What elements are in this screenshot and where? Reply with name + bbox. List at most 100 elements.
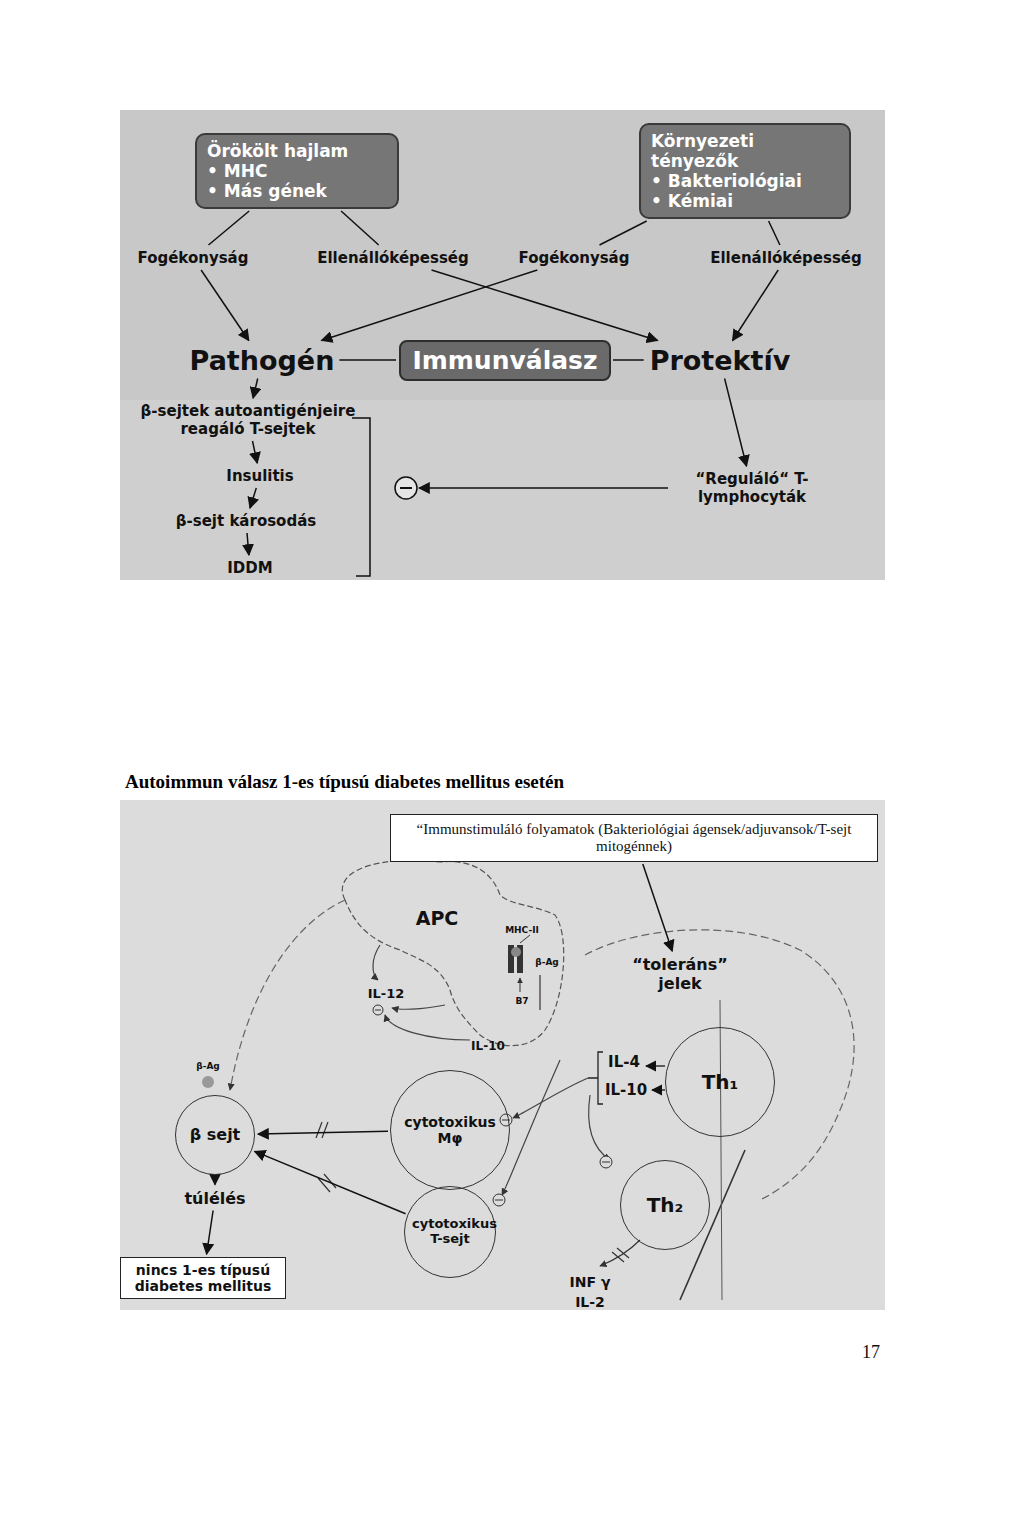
inhibit-th2: [589, 1095, 610, 1160]
node-text: IDDM: [227, 559, 272, 577]
cell-circle: cytotoxikus Mφ: [390, 1070, 510, 1190]
text-label: INF γ: [570, 1274, 611, 1290]
node-text: β-sejtek autoantigénjeire reagáló T-sejt…: [139, 402, 358, 438]
text-label: IL-4: [608, 1053, 640, 1071]
node-text: Környezeti tényezők: [651, 131, 839, 171]
node-text: Th₁: [702, 1071, 739, 1094]
node-text: “Reguláló“ T-lymphocyták: [673, 470, 832, 506]
connector: [253, 379, 258, 399]
node-box: “Immunstimuláló folyamatok (Bakteriológi…: [390, 814, 878, 862]
node-text: Th₂: [647, 1194, 684, 1217]
minus-symbol: [395, 477, 417, 499]
node-text: • MHC: [207, 161, 387, 181]
block-mark: [318, 1174, 336, 1192]
node-text: Insulitis: [226, 467, 293, 485]
cell-circle: β sejt: [175, 1095, 255, 1175]
node-text: • Kémiai: [651, 191, 839, 211]
node-box: Fogékonyság: [135, 248, 252, 268]
node-text: • Más gének: [207, 181, 387, 201]
connector: [600, 221, 647, 245]
node-text: APC: [416, 907, 459, 929]
connector: [201, 270, 249, 341]
top-panel: [120, 110, 885, 580]
node-box: “toleráns” jelek: [625, 954, 735, 994]
text-label: IL-12: [368, 986, 405, 1001]
connector: [322, 270, 538, 341]
inhibit-macrophage: [513, 1078, 588, 1118]
node-box: Fogékonyság: [516, 248, 633, 268]
node-box: Pathogén: [187, 344, 338, 377]
node-box: túlélés: [181, 1188, 248, 1209]
minus-symbol: [373, 1005, 383, 1015]
text-label: IL-2: [575, 1294, 605, 1310]
node-box: Ellenállóképesség: [707, 248, 865, 268]
connector: [341, 211, 379, 245]
connector: [247, 533, 249, 555]
node-text: túlélés: [184, 1189, 245, 1208]
connector: [432, 270, 658, 341]
bottom-panel: [120, 800, 885, 1310]
cell-circle: cytotoxikus T-sejt: [404, 1186, 496, 1278]
text-label: MHC-II: [505, 925, 539, 935]
connector: [643, 864, 672, 951]
node-text: • Bakteriológiai: [651, 171, 839, 191]
node-text: β-sejt károsodás: [176, 512, 316, 530]
antigen-dot: [202, 1076, 214, 1088]
node-box: nincs 1-es típusú diabetes mellitus: [120, 1257, 286, 1299]
text-label: 17: [862, 1342, 880, 1363]
b7-arrow: [520, 978, 521, 992]
text-label: IL-10: [471, 1039, 505, 1053]
connector: [255, 1151, 406, 1213]
node-text: “toleráns” jelek: [628, 955, 732, 993]
th1-il10-arrow: [652, 1089, 665, 1090]
node-box: APC: [413, 906, 462, 930]
minus-symbol: [600, 1156, 612, 1168]
slash-line: [720, 1000, 722, 1300]
node-text: Fogékonyság: [138, 249, 249, 267]
diagram-title: Autoimmun válasz 1-es típusú diabetes me…: [125, 771, 564, 793]
connector: [209, 211, 250, 245]
node-text: Protektív: [650, 345, 791, 376]
tcr-line: [539, 975, 540, 1010]
node-text: Örökölt hajlam: [207, 141, 387, 161]
node-text: Ellenállóképesség: [317, 249, 469, 267]
node-box: β-sejt károsodás: [173, 511, 319, 531]
node-box: Örökölt hajlam• MHC• Más gének: [195, 133, 399, 209]
cell-circle: Th₁: [665, 1027, 775, 1137]
node-box: “Reguláló“ T-lymphocyták: [670, 469, 835, 507]
connector: [250, 488, 256, 508]
connector: [769, 221, 780, 245]
block-mark: [316, 1122, 328, 1138]
node-box: Insulitis: [223, 466, 296, 486]
text-label: β-Ag: [535, 957, 559, 967]
receptor-leader: [520, 935, 530, 943]
inhibition-arrow: [419, 487, 668, 489]
antigen-dot: [511, 947, 521, 957]
bracket: [352, 418, 370, 576]
node-box: Környezeti tényezők• Bakteriológiai• Kém…: [639, 123, 851, 219]
node-box: IDDM: [224, 558, 275, 578]
text-label: β-Ag: [196, 1061, 220, 1071]
connector: [253, 441, 258, 463]
node-box: Protektív: [647, 344, 794, 377]
node-box: Immunválasz: [399, 340, 611, 381]
connector: [613, 359, 644, 361]
connector: [214, 1177, 216, 1185]
th2-cytokine-arrow: [600, 1240, 640, 1266]
minus-symbol: [493, 1194, 505, 1206]
node-text: cytotoxikus Mφ: [398, 1114, 502, 1146]
tolerance-loop: [585, 930, 854, 1200]
text-label: B7: [515, 996, 528, 1006]
connector: [207, 1211, 214, 1255]
minus-bar: [502, 1120, 510, 1121]
slash-line: [680, 1150, 745, 1300]
inhibit-t-cell: [502, 1060, 560, 1195]
text-label: IL-10: [605, 1081, 647, 1099]
loop-to-beta: [230, 900, 345, 1090]
connector: [725, 379, 747, 467]
apc-to-il12: [373, 945, 380, 980]
node-text: cytotoxikus T-sejt: [412, 1217, 488, 1247]
minus-bar: [602, 1162, 610, 1163]
node-text: β sejt: [190, 1126, 241, 1144]
connector: [258, 1131, 388, 1134]
